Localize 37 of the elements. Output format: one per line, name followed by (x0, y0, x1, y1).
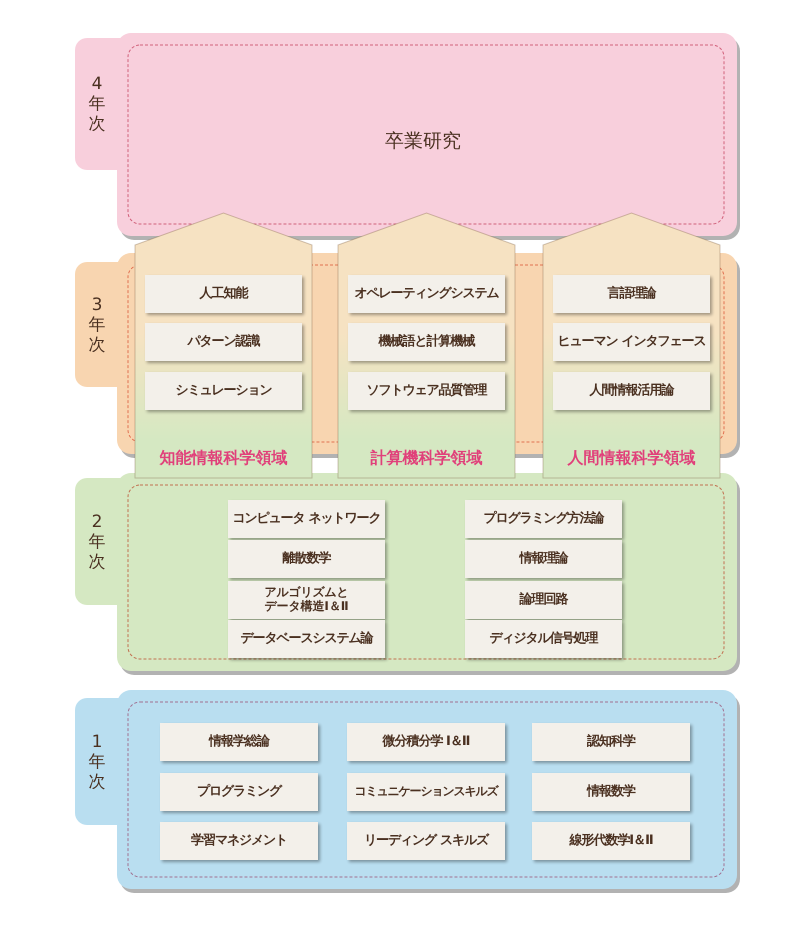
course-title: 卒業研究 (385, 129, 461, 154)
course-box: パターン認識 (145, 323, 302, 361)
year-panel (75, 473, 740, 675)
course-box: コミュニケーションスキルズ (347, 773, 505, 811)
course-box: 離散数学 (228, 540, 385, 578)
course-box: シミュレーション (145, 372, 302, 410)
course-box: データベースシステム論 (228, 620, 385, 658)
year-label: 1年次 (88, 732, 106, 792)
course-box: アルゴリズムとデータ構造Ⅰ＆Ⅱ (228, 581, 385, 619)
course-box: 学習マネジメント (160, 822, 318, 860)
course-box: オペレーティングシステム (348, 275, 505, 313)
domain-label: 知能情報科学領域 (158, 448, 288, 469)
course-box: 言語理論 (553, 275, 710, 313)
domain-label: 人間情報科学領域 (566, 448, 696, 469)
course-box: コンピュータ ネットワーク (228, 500, 385, 538)
course-box: 情報数学 (532, 773, 690, 811)
course-box: 論理回路 (465, 581, 622, 619)
course-box: ソフトウェア品質管理 (348, 372, 505, 410)
course-box: 機械語と計算機械 (348, 323, 505, 361)
year-label: 4年次 (88, 74, 106, 134)
course-box: ディジタル信号処理 (465, 620, 622, 658)
year-panel (75, 33, 740, 240)
course-box: 微分積分学 Ⅰ＆Ⅱ (347, 723, 505, 761)
year-panel (75, 690, 740, 893)
course-box: プログラミング方法論 (465, 500, 622, 538)
course-box: リーディング スキルズ (347, 822, 505, 860)
domain-label: 計算機科学領域 (369, 448, 484, 469)
course-box: 人工知能 (145, 275, 302, 313)
year-label: 2年次 (88, 512, 106, 572)
course-box: 線形代数学Ⅰ＆Ⅱ (532, 822, 690, 860)
course-box: 人間情報活用論 (553, 372, 710, 410)
course-box: 情報理論 (465, 540, 622, 578)
course-box: ヒューマン インタフェース (553, 323, 710, 361)
course-box: 認知科学 (532, 723, 690, 761)
year-label: 3年次 (88, 294, 106, 354)
course-box: プログラミング (160, 773, 318, 811)
course-box: 情報学総論 (160, 723, 318, 761)
